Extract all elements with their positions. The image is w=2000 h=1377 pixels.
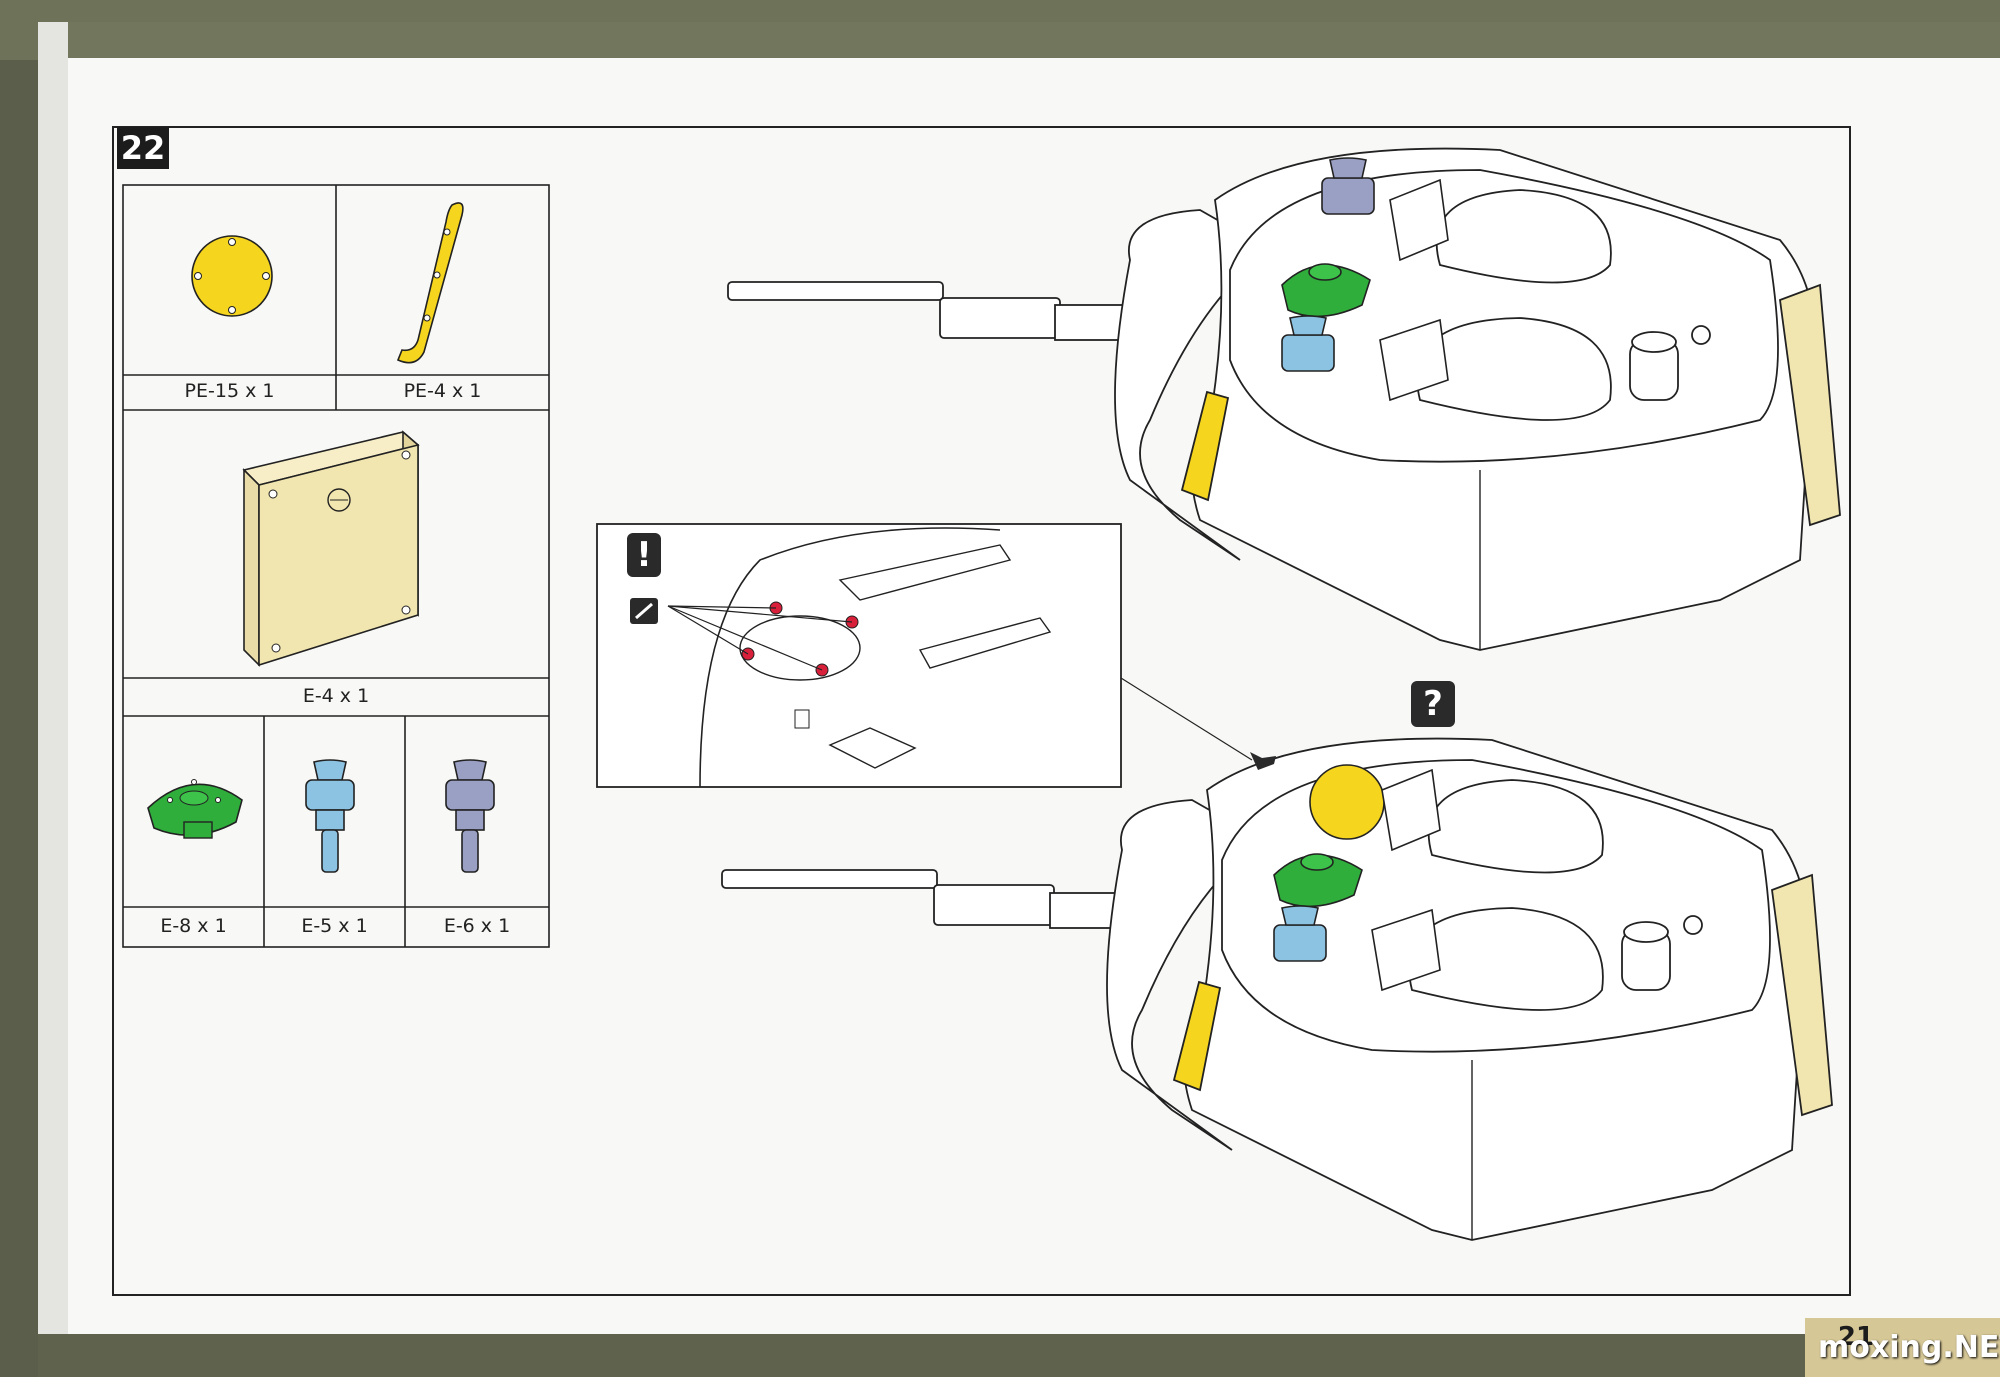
- part-label-e5: E-5 x 1: [301, 915, 368, 937]
- step-number-badge: 22: [117, 127, 169, 169]
- part-e4-plate: [242, 430, 420, 667]
- part-label-pe15: PE-15 x 1: [184, 380, 275, 402]
- turret-after-fitted-parts: [1273, 764, 1441, 992]
- part-pe4-strip: [396, 202, 464, 364]
- part-label-pe4: PE-4 x 1: [403, 380, 482, 402]
- turret-before-fitted-parts: [1281, 157, 1449, 402]
- page-number: 21: [1837, 1322, 1875, 1352]
- detail-inset: [596, 523, 1253, 788]
- part-label-e6: E-6 x 1: [443, 915, 511, 937]
- header-band: [38, 22, 2000, 58]
- question-icon: ?: [1411, 681, 1455, 727]
- part-pe15-disc: [191, 235, 273, 317]
- hand-pointer-icon: [1250, 752, 1276, 770]
- part-label-e8: E-8 x 1: [160, 915, 227, 937]
- page-number-tab: [1805, 1318, 2000, 1377]
- footer-band: [38, 1334, 2000, 1377]
- attention-icon: !: [627, 533, 661, 577]
- binding-shadow: [38, 22, 68, 1352]
- part-e8-cupola: [147, 779, 243, 839]
- glue-icon: [630, 598, 658, 624]
- part-label-e4: E-4 x 1: [302, 685, 370, 707]
- part-e5-periscope: [305, 759, 355, 873]
- part-e6-periscope: [445, 759, 495, 873]
- step-frame: [112, 126, 1851, 1296]
- site-watermark: moxing.NET: [1818, 1330, 2000, 1365]
- parts-table-grid: [122, 184, 550, 948]
